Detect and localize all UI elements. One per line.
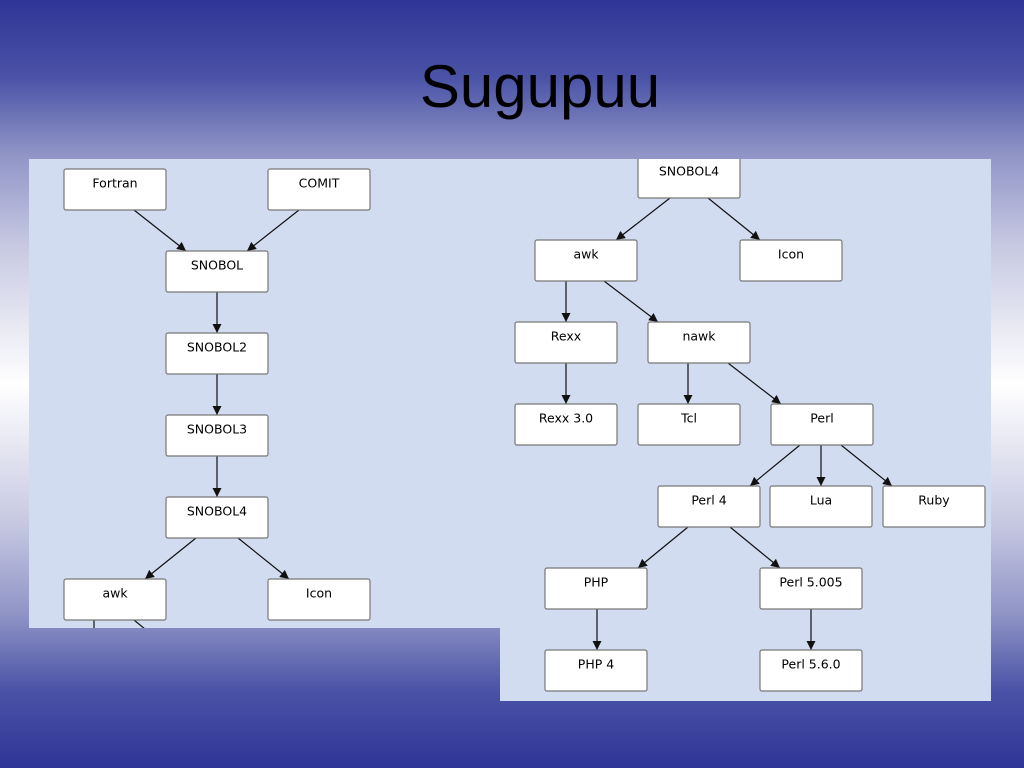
node-label: Perl 5.6.0 [781, 657, 840, 672]
node-snobol2: SNOBOL2 [165, 332, 269, 375]
node-label: Rexx [551, 329, 581, 344]
node-label: Rexx 3.0 [539, 411, 593, 426]
node-icon: Icon [739, 239, 843, 282]
node-awk: awk [63, 578, 167, 621]
node-icon: Icon [267, 578, 371, 621]
node-label: SNOBOL3 [187, 422, 247, 437]
edge-snobol4-icon [707, 197, 761, 241]
node-perl560: Perl 5.6.0 [759, 649, 863, 692]
left-tree-panel: Fortran COMIT SNOBOL SNOBOL2 SNOBOL3 SNO… [29, 159, 500, 628]
node-label: nawk [682, 329, 716, 344]
edge-snobol4-icon [237, 537, 290, 580]
node-lua: Lua [769, 485, 873, 528]
node-label: Perl 4 [691, 493, 726, 508]
edge-comit-snobol [246, 209, 300, 252]
right-tree-diagram: SNOBOL4 awk Icon Rexx nawk Rexx 3.0 Tcl [514, 159, 986, 692]
left-tree-diagram: Fortran COMIT SNOBOL SNOBOL2 SNOBOL3 SNO… [63, 168, 371, 628]
edge-perl4-perl5005 [729, 526, 781, 569]
node-label: SNOBOL4 [187, 504, 247, 519]
node-snobol4: SNOBOL4 [165, 496, 269, 539]
right-tree-panel: SNOBOL4 awk Icon Rexx nawk Rexx 3.0 Tcl [500, 159, 991, 701]
node-label: SNOBOL4 [659, 164, 719, 179]
node-label: Icon [778, 247, 804, 262]
node-ruby: Ruby [882, 485, 986, 528]
node-fortran: Fortran [63, 168, 167, 211]
node-perl: Perl [770, 403, 874, 446]
edge-awk-nawk [603, 280, 659, 323]
edge-snobol4-awk [615, 197, 671, 241]
node-tcl: Tcl [637, 403, 741, 446]
node-comit: COMIT [267, 168, 371, 211]
edge-fortran-snobol [133, 209, 187, 252]
node-label: Perl 5.005 [779, 575, 842, 590]
node-label: Tcl [680, 411, 697, 426]
edge-snobol4-awk [144, 537, 197, 580]
edge-awk-down-2 [133, 619, 145, 628]
node-label: Icon [306, 586, 332, 601]
node-rexx: Rexx [514, 321, 618, 364]
node-label: Fortran [92, 176, 137, 191]
node-nawk: nawk [647, 321, 751, 364]
edge-perl-perl4 [749, 444, 801, 487]
node-snobol3: SNOBOL3 [165, 414, 269, 457]
edge-perl4-php [637, 526, 689, 569]
node-label: Ruby [918, 493, 950, 508]
node-perl4: Perl 4 [657, 485, 761, 528]
node-php4: PHP 4 [544, 649, 648, 692]
node-label: PHP 4 [578, 657, 614, 672]
node-label: COMIT [299, 176, 340, 191]
edge-nawk-perl [727, 362, 782, 405]
node-awk: awk [534, 239, 638, 282]
node-label: awk [573, 247, 599, 262]
node-label: Lua [810, 493, 832, 508]
node-label: Perl [810, 411, 833, 426]
node-php: PHP [544, 567, 648, 610]
node-snobol4: SNOBOL4 [637, 159, 741, 199]
node-rexx30: Rexx 3.0 [514, 403, 618, 446]
node-snobol: SNOBOL [165, 250, 269, 293]
node-label: PHP [584, 575, 609, 590]
node-label: SNOBOL [191, 258, 243, 273]
node-label: awk [102, 586, 128, 601]
node-perl5005: Perl 5.005 [759, 567, 863, 610]
slide-title: Sugupuu [419, 53, 661, 120]
edge-perl-ruby [840, 444, 893, 487]
node-label: SNOBOL2 [187, 340, 247, 355]
